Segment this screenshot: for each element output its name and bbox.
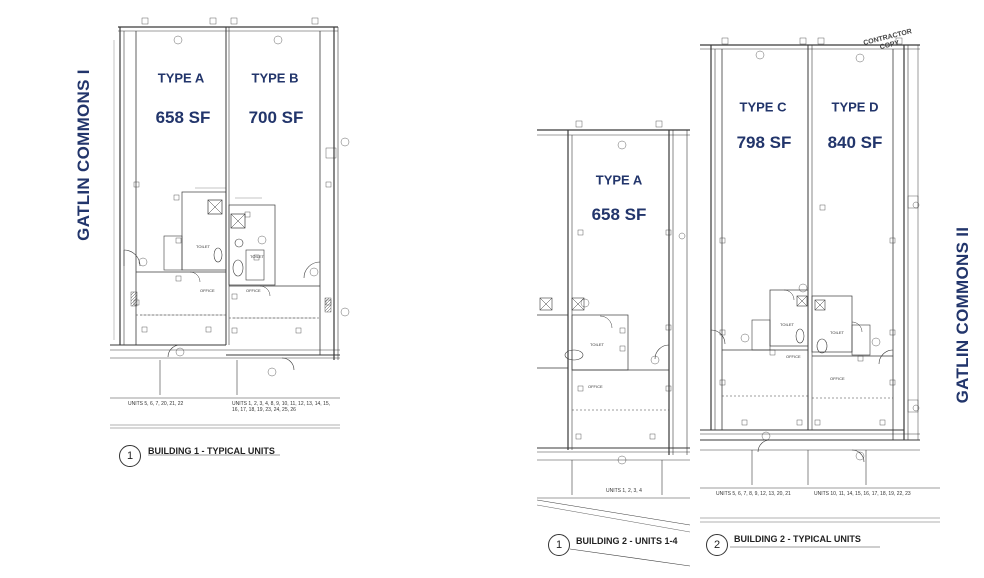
building2-typical-caption: BUILDING 2 - TYPICAL UNITS: [734, 534, 861, 544]
toilet-label-b1a: TOILET: [196, 244, 210, 249]
toilet-label-b2c: TOILET: [780, 322, 794, 327]
office-label-b2d: OFFICE: [830, 376, 845, 381]
building1-plan: [110, 17, 350, 456]
building2-type-d-unit-numbers: UNITS 10, 11, 14, 15, 16, 17, 18, 19, 22…: [814, 491, 911, 497]
building2-type-c-sf: 798 SF: [736, 133, 792, 152]
room-labels: TOILET TOILET OFFICE OFFICE TOILET OFFIC…: [196, 244, 845, 389]
toilet-label-b2d: TOILET: [830, 330, 844, 335]
office-label-b2c: OFFICE: [786, 354, 801, 359]
building1-type-a-sf: 658 SF: [155, 108, 211, 127]
building2-u14-caption: BUILDING 2 - UNITS 1-4: [576, 536, 678, 546]
building2-type-d-label: TYPE D: [831, 99, 879, 115]
toilet-label-b2a: TOILET: [590, 342, 604, 347]
office-label-b2a: OFFICE: [588, 384, 603, 389]
building2-type-d-sf: 840 SF: [827, 133, 883, 152]
office-label-b1a: OFFICE: [200, 288, 215, 293]
building2-type-c-label: TYPE C: [739, 99, 787, 115]
building2-u14-type-a-label: TYPE A: [595, 172, 643, 188]
building1-type-b-sf: 700 SF: [248, 108, 304, 127]
building2-typical-caption-number: 2: [706, 534, 728, 556]
building2-u14-caption-number: 1: [548, 534, 570, 556]
building2-u14-unit-numbers: UNITS 1, 2, 3, 4: [606, 488, 642, 494]
building1-caption-number: 1: [119, 445, 141, 467]
building1-type-a-unit-numbers: UNITS 5, 6, 7, 20, 21, 22: [128, 401, 184, 407]
building2-u14-type-a-sf: 658 SF: [591, 205, 647, 224]
building1-type-a-label: TYPE A: [157, 70, 205, 86]
building2-units14-plan: [536, 120, 691, 567]
building2-typical-plan: [700, 37, 940, 548]
building1-caption: BUILDING 1 - TYPICAL UNITS: [148, 446, 275, 456]
toilet-label-b1b: TOILET: [250, 254, 264, 259]
office-label-b1b: OFFICE: [246, 288, 261, 293]
building2-type-c-unit-numbers: UNITS 5, 6, 7, 8, 9, 12, 13, 20, 21: [716, 491, 791, 497]
building1-type-b-label: TYPE B: [251, 70, 299, 86]
building1-type-b-unit-numbers: UNITS 1, 2, 3, 4, 8, 9, 10, 11, 12, 13, …: [232, 401, 331, 413]
